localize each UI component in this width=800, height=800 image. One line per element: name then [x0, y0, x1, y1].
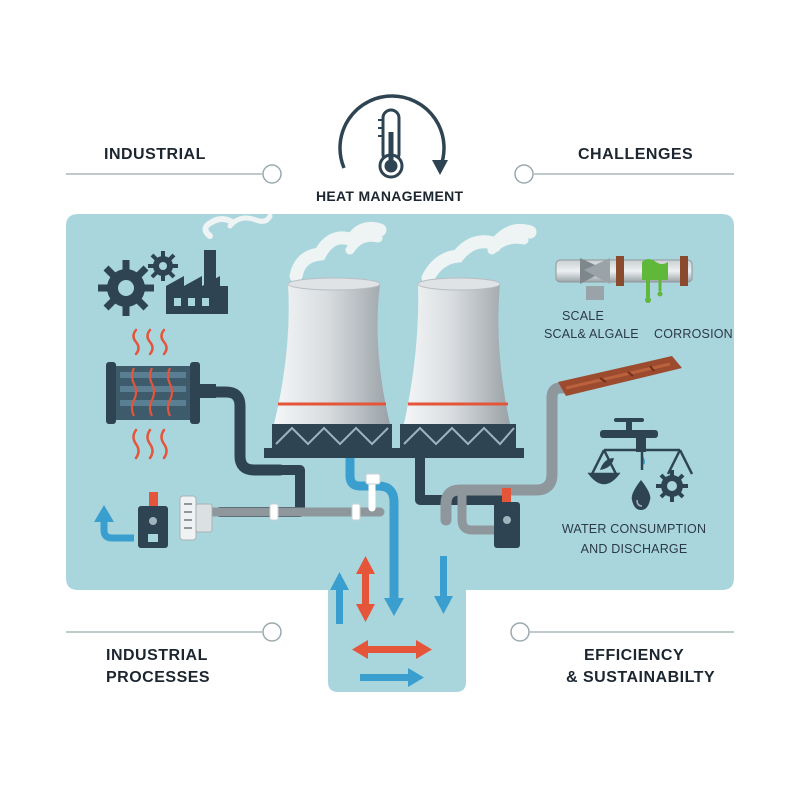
heat-exchanger-icon — [106, 362, 216, 424]
cooling-tower-right — [394, 277, 524, 458]
pump-unit-right — [494, 488, 520, 548]
bottom-right-label-line2: & SUSTAINABILTY — [566, 669, 716, 686]
flow-arrow-horizontal-red — [352, 640, 432, 659]
water-consumption-label-line1: WATER CONSUMPTION — [561, 522, 707, 536]
leaf-icon — [600, 458, 614, 470]
scale-label: SCALE — [562, 309, 604, 323]
bottom-right-label-line1: EFFICIENCY — [584, 647, 685, 664]
water-consumption-label-line2: AND DISCHARGE — [580, 542, 688, 556]
pipe-valve-icon — [179, 495, 213, 541]
water-drop-icon — [631, 480, 651, 510]
flow-arrows — [330, 556, 453, 687]
corrosion-label: CORROSION — [654, 327, 733, 341]
bottom-left-label-line1: INDUSTRIAL — [106, 647, 208, 664]
heat-waves — [132, 328, 168, 460]
page-title: HEAT MANAGEMENT — [316, 188, 464, 204]
flow-arrow-right-blue — [360, 668, 424, 687]
connector-lines — [66, 164, 734, 642]
bottom-left-label-line2: PROCESSES — [106, 669, 211, 686]
scale-algae-label: SCAL& ALGALE — [544, 327, 639, 341]
small-gear-icon — [656, 470, 688, 502]
pump-unit-left — [138, 492, 168, 548]
top-left-label: INDUSTRIAL — [104, 146, 206, 163]
return-arrow-icon — [94, 505, 134, 542]
pipe-couplings — [269, 473, 381, 521]
cooling-tower-left — [264, 277, 400, 458]
balance-scale-icon — [587, 444, 694, 485]
gears-icon — [98, 251, 178, 316]
top-right-label: CHALLENGES — [578, 146, 694, 163]
flow-arrow-down-blue — [384, 598, 404, 616]
steam-clouds — [289, 221, 537, 285]
flow-arrow-updown-red — [356, 556, 375, 622]
corroded-pipe-icon — [555, 256, 693, 303]
pipe-network — [195, 382, 572, 605]
factory-icon — [166, 213, 273, 314]
flow-arrow-up-blue — [330, 572, 349, 624]
rusty-plank-icon — [558, 356, 682, 396]
thermometer-icon — [338, 94, 448, 179]
flow-arrow-down-blue-right — [434, 556, 453, 614]
